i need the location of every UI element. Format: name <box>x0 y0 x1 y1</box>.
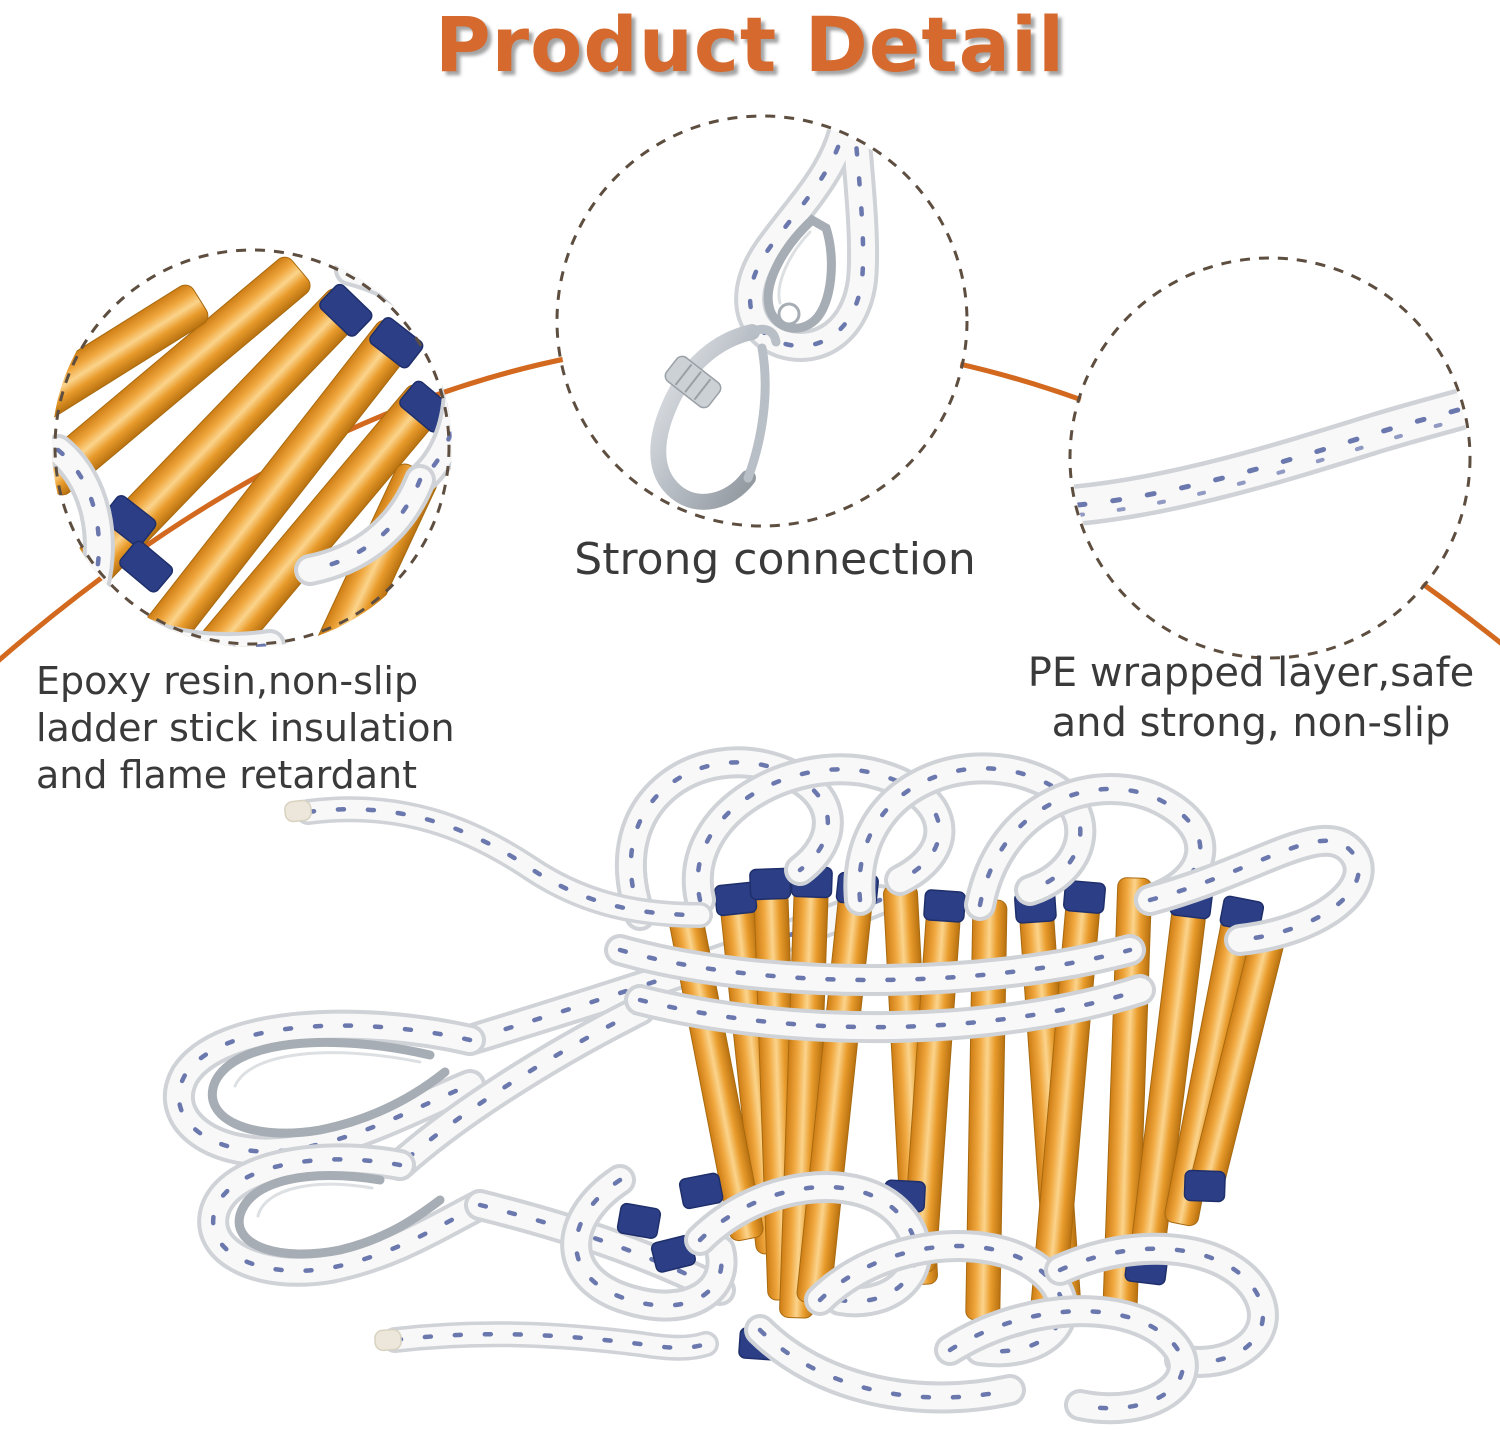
caption-rope: PE wrapped layer,safe and strong, non-sl… <box>1012 648 1490 748</box>
rung-cap <box>119 540 174 593</box>
rung-cap <box>616 1202 662 1239</box>
caption-line: Epoxy resin,non-slip <box>36 659 419 703</box>
rope-end-top <box>284 800 700 915</box>
rope-end-bottom <box>374 1329 706 1351</box>
caption-line: PE wrapped layer,safe <box>1027 650 1475 696</box>
rung-cap <box>1062 880 1106 914</box>
caption-connection: Strong connection <box>540 534 1010 585</box>
dashed-ring-ladder <box>53 248 451 646</box>
rung-cap <box>369 317 424 369</box>
callout-photo-ladder-sticks <box>52 253 452 647</box>
rope-thimble-left-lower <box>213 1159 720 1290</box>
frayed-tip <box>284 799 312 823</box>
rope-ladder-bundle-photo <box>179 762 1359 1408</box>
callout-photo-carabiner <box>559 118 965 524</box>
callout-photo-rope <box>1072 260 1468 656</box>
caption-line: and flame retardant <box>36 753 417 797</box>
rung-cap <box>749 867 792 901</box>
rung-cap <box>678 1172 724 1210</box>
carabiner-icon <box>650 324 781 510</box>
thimble-icon <box>763 214 836 333</box>
caption-line: and strong, non-slip <box>1051 700 1451 746</box>
rung-cap <box>319 283 373 337</box>
thimble-icon <box>234 1171 445 1259</box>
rung-cap <box>1183 1169 1226 1203</box>
dashed-ring-rope <box>1068 256 1472 660</box>
dashed-ring-connection <box>555 114 969 528</box>
rung-cap <box>102 495 157 547</box>
frayed-tip <box>374 1328 402 1352</box>
caption-ladder: Epoxy resin,non-slip ladder stick insula… <box>36 658 455 799</box>
caption-line: Strong connection <box>574 534 976 585</box>
rope-thimble-left-upper <box>179 1026 470 1152</box>
thimble-icon <box>208 1037 450 1138</box>
rung-cap <box>923 889 966 923</box>
caption-line: ladder stick insulation <box>36 706 455 750</box>
page-title: Product Detail <box>434 0 1066 89</box>
